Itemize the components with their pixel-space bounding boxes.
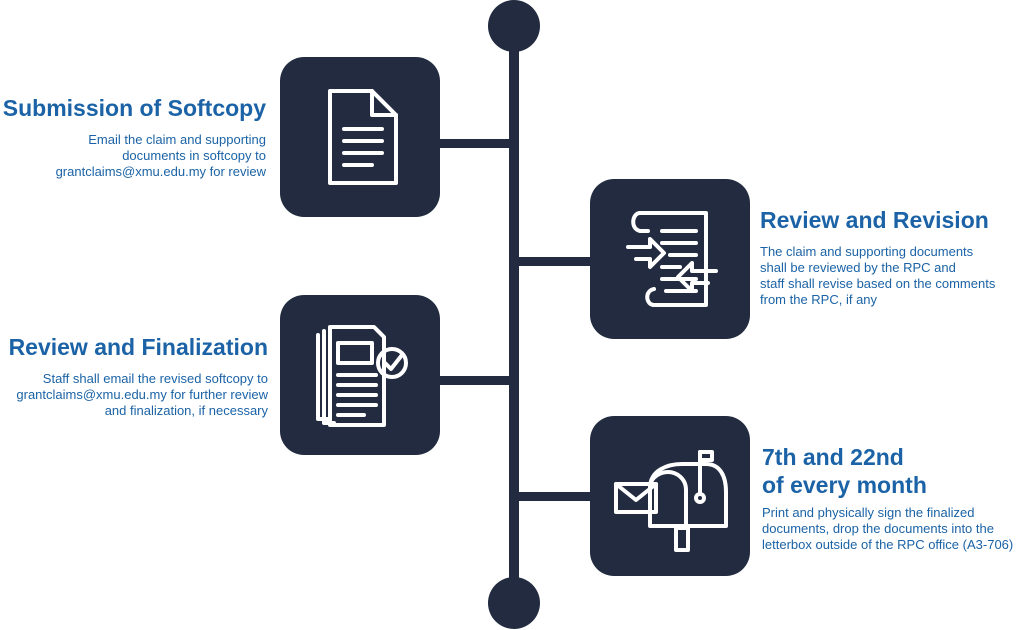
step-4-description: Print and physically sign the finalized … bbox=[762, 505, 1014, 552]
timeline-spine bbox=[509, 20, 519, 610]
step-2-text: Review and Revision The claim and suppor… bbox=[760, 206, 1024, 308]
step-3-text: Review and Finalization Staff shall emai… bbox=[0, 333, 268, 419]
step-1-description: Email the claim and supporting documents… bbox=[55, 132, 266, 179]
connector-step-4 bbox=[518, 492, 590, 501]
document-exchange-icon bbox=[626, 211, 718, 307]
timeline-end-cap bbox=[488, 577, 540, 629]
step-2-description: The claim and supporting documents shall… bbox=[760, 244, 996, 307]
step-4-card bbox=[590, 416, 750, 576]
connector-step-2 bbox=[518, 257, 590, 266]
step-1-card bbox=[280, 57, 440, 217]
step-2-title: Review and Revision bbox=[760, 207, 989, 233]
step-2-card bbox=[590, 179, 750, 339]
step-3-title: Review and Finalization bbox=[8, 334, 268, 360]
step-1-text: Submission of Softcopy Email the claim a… bbox=[0, 94, 266, 180]
connector-step-3 bbox=[440, 376, 510, 385]
step-3-description: Staff shall email the revised softcopy t… bbox=[16, 371, 268, 418]
timeline-start-cap bbox=[488, 0, 540, 52]
connector-step-1 bbox=[440, 139, 510, 148]
step-4-title: 7th and 22nd of every month bbox=[762, 444, 927, 498]
step-1-title: Submission of Softcopy bbox=[2, 95, 266, 121]
approved-documents-icon bbox=[316, 325, 408, 427]
step-3-card bbox=[280, 295, 440, 455]
step-4-text: 7th and 22nd of every month Print and ph… bbox=[762, 443, 1024, 553]
document-icon bbox=[328, 89, 398, 185]
mailbox-icon bbox=[614, 450, 728, 552]
